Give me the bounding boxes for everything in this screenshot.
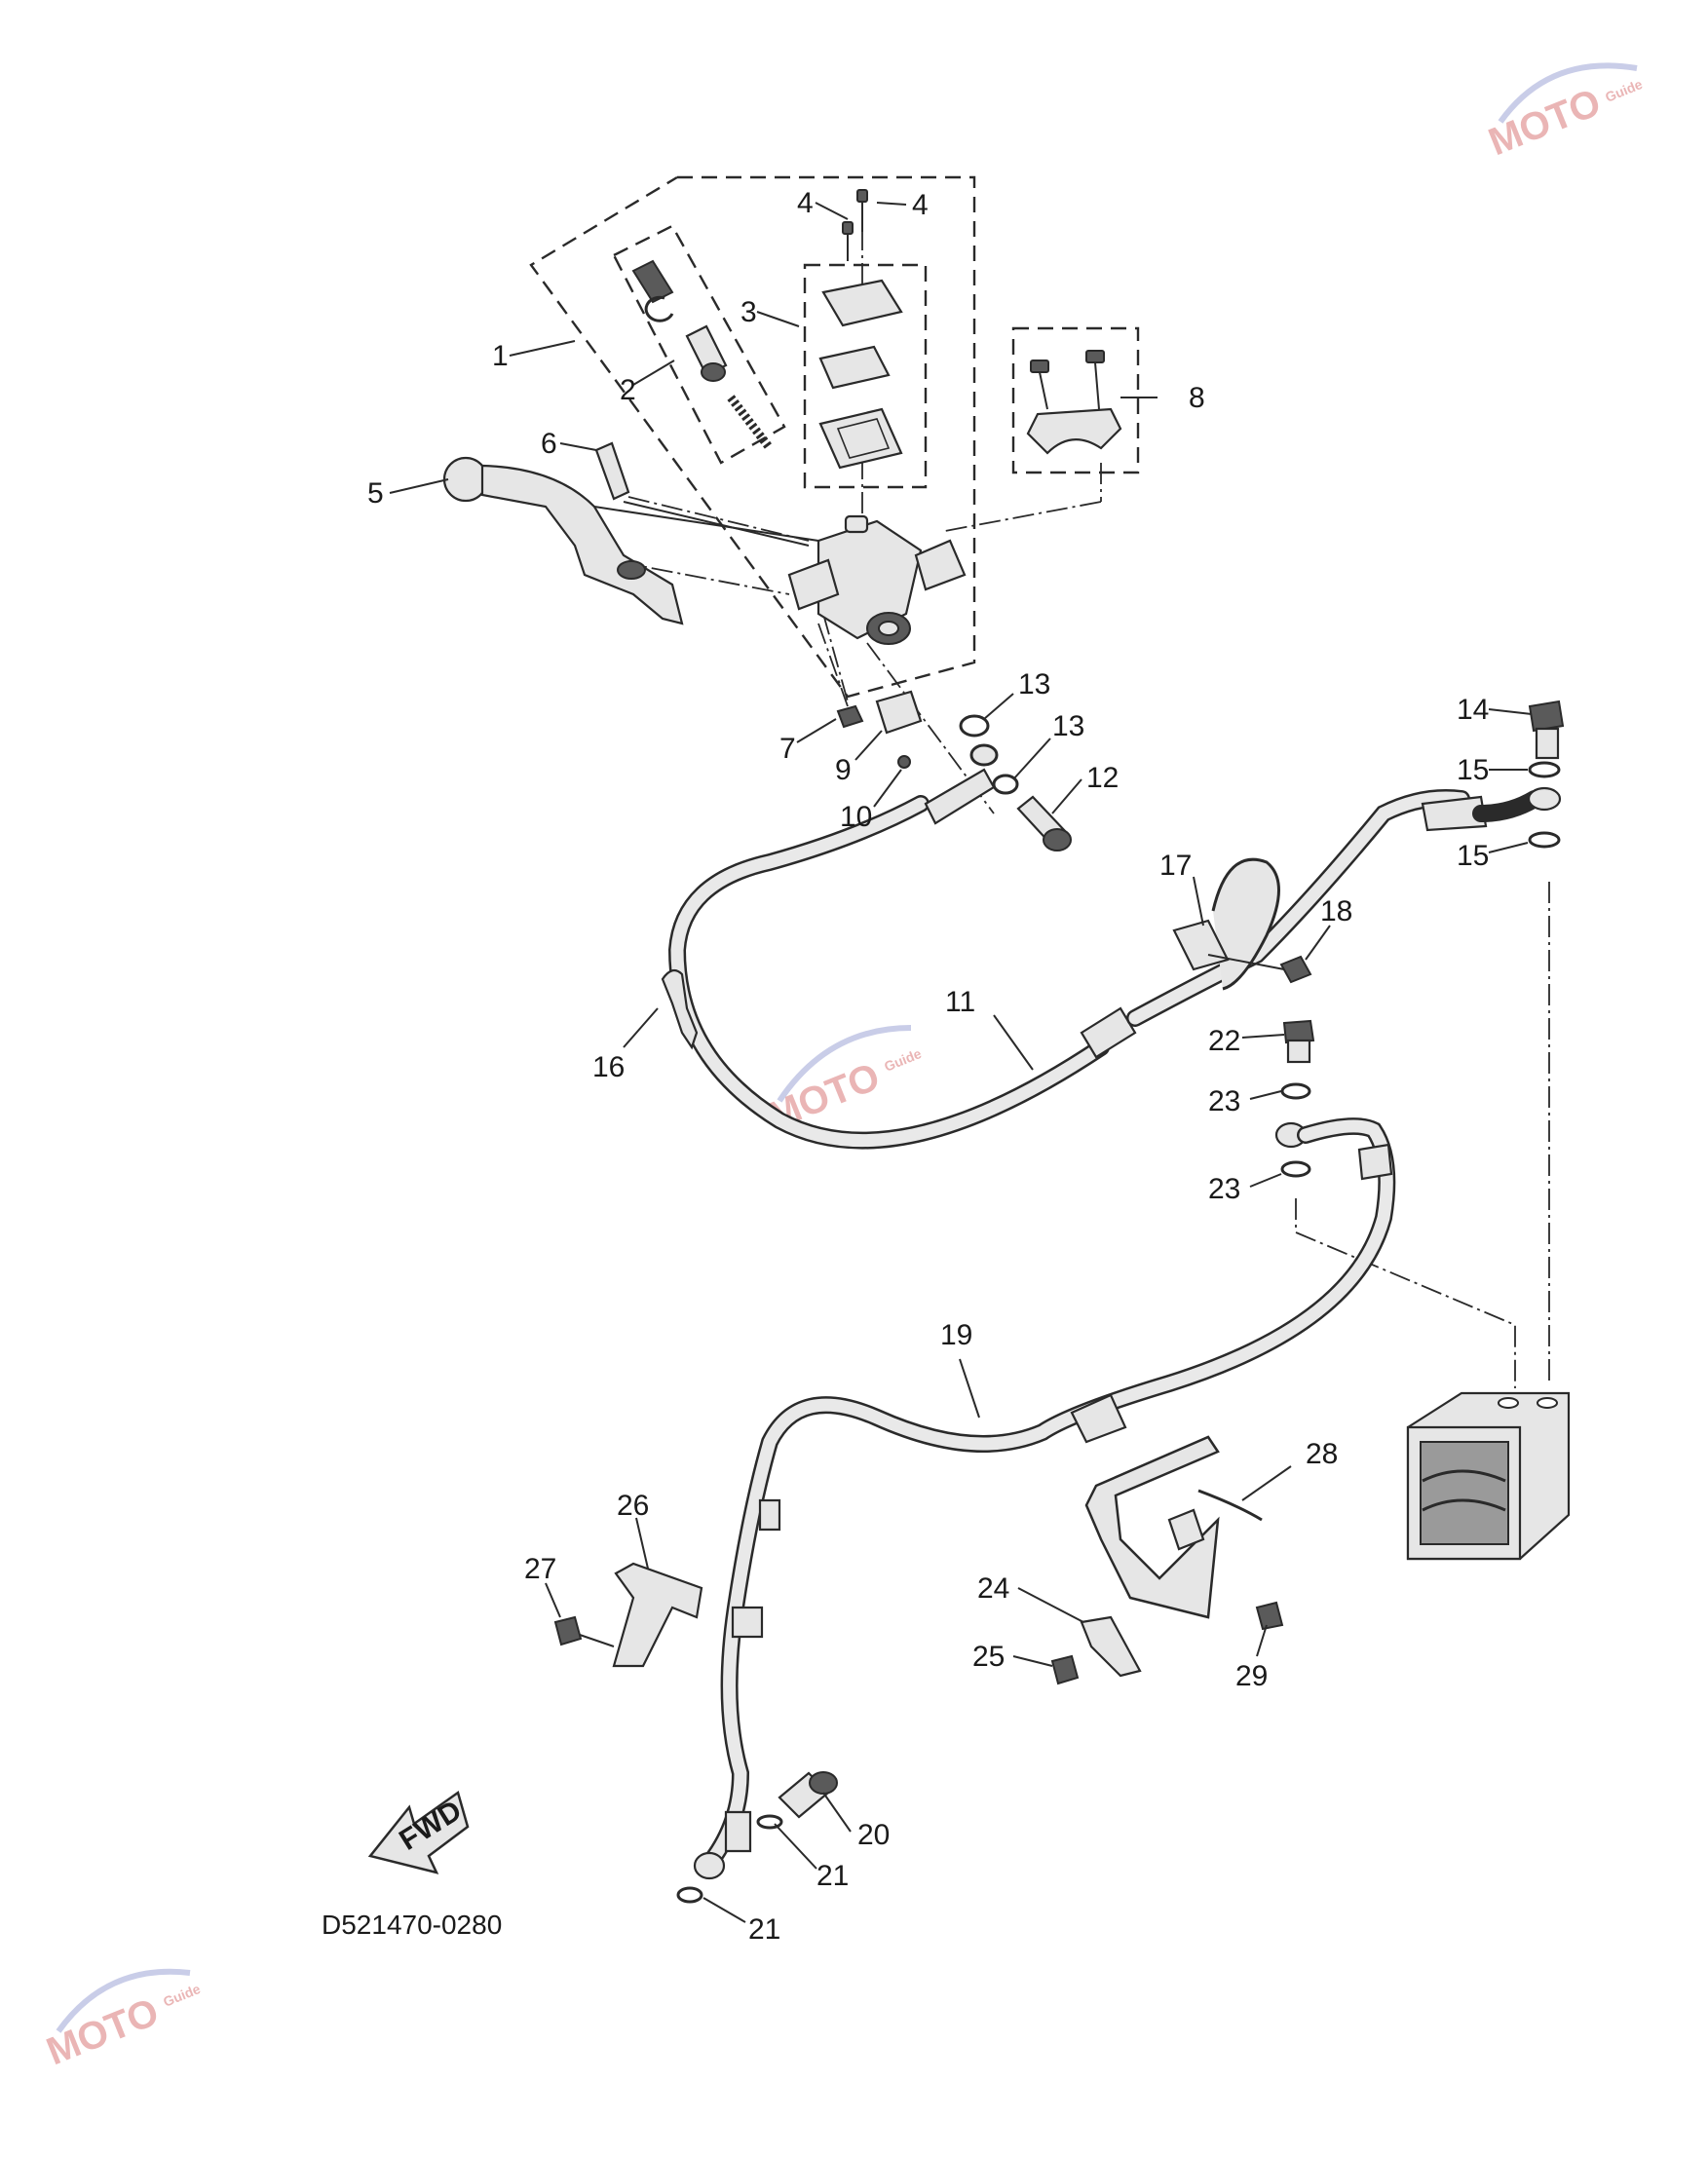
callout-6: 6 <box>541 428 557 460</box>
callout-4a: 4 <box>797 187 814 219</box>
fwd-arrow: FWD <box>367 1790 470 1874</box>
callout-15a: 15 <box>1457 754 1489 786</box>
callout-27: 27 <box>524 1553 556 1585</box>
callout-15b: 15 <box>1457 840 1489 872</box>
callout-3: 3 <box>740 296 757 328</box>
brake-lever <box>442 456 819 625</box>
callout-13b: 13 <box>1052 710 1084 742</box>
diagram-code: D521470-0280 <box>322 1910 502 1940</box>
watermark-sub: Guide <box>882 1045 924 1075</box>
pivot-bolt <box>594 441 810 547</box>
assembly-lines <box>584 195 1550 1388</box>
leader-lines <box>389 202 1533 1923</box>
callout-8: 8 <box>1189 382 1205 414</box>
callout-16: 16 <box>592 1051 625 1083</box>
callout-12: 12 <box>1086 762 1119 794</box>
master-cylinder <box>787 514 967 645</box>
watermark-brand: MOTO <box>1483 81 1607 164</box>
small-parts-7-9-10 <box>817 623 923 769</box>
hose-clamp-16 <box>661 968 699 1050</box>
bracket-28 <box>1050 1435 1284 1685</box>
union-bolt-14 <box>1528 700 1565 849</box>
watermark-brand: MOTO <box>41 1990 165 2073</box>
callout-14: 14 <box>1457 694 1489 726</box>
callout-19: 19 <box>940 1319 972 1351</box>
watermark-sub: Guide <box>161 1981 203 2010</box>
piston-kit <box>631 259 774 451</box>
reservoir-cap-kit <box>818 279 903 470</box>
callout-9: 9 <box>835 754 852 786</box>
watermark-top-right: MOTO Guide <box>1483 62 1645 164</box>
callout-labels: 1 2 3 4 4 5 6 7 8 9 10 11 12 13 13 14 15… <box>367 187 1489 1946</box>
union-bolt-washers <box>959 714 1072 851</box>
brake-hose-19 <box>693 1117 1396 1880</box>
callout-23a: 23 <box>1208 1085 1240 1117</box>
callout-5: 5 <box>367 477 384 510</box>
callout-23b: 23 <box>1208 1173 1240 1205</box>
callout-24: 24 <box>977 1572 1009 1605</box>
callout-29: 29 <box>1235 1660 1268 1692</box>
callout-10: 10 <box>840 801 872 833</box>
callout-1: 1 <box>492 340 509 372</box>
callout-11: 11 <box>945 986 975 1018</box>
watermark-bottom-left: MOTO Guide <box>41 1968 203 2073</box>
bracket-26 <box>553 1562 703 1668</box>
callout-21b: 21 <box>748 1913 780 1946</box>
callout-21a: 21 <box>816 1860 849 1892</box>
handlebar-holder <box>1026 350 1122 455</box>
callout-26: 26 <box>617 1490 649 1522</box>
callout-18: 18 <box>1320 895 1352 927</box>
callout-22: 22 <box>1208 1025 1240 1057</box>
hose-guide-17 <box>1172 857 1312 991</box>
watermark-sub: Guide <box>1603 76 1645 105</box>
callout-17: 17 <box>1159 850 1192 882</box>
callout-7: 7 <box>779 733 796 765</box>
union-bolt-22 <box>1274 1019 1315 1178</box>
callout-4b: 4 <box>912 189 929 221</box>
callout-25: 25 <box>972 1641 1005 1673</box>
screws-4 <box>842 189 868 261</box>
group-outlines <box>529 175 1140 699</box>
callout-20: 20 <box>857 1819 890 1851</box>
callout-13a: 13 <box>1018 668 1050 700</box>
abs-hydraulic-unit <box>1406 1391 1571 1561</box>
callout-28: 28 <box>1306 1438 1338 1470</box>
union-bolt-20 <box>676 1771 838 1904</box>
callout-2: 2 <box>620 374 636 406</box>
